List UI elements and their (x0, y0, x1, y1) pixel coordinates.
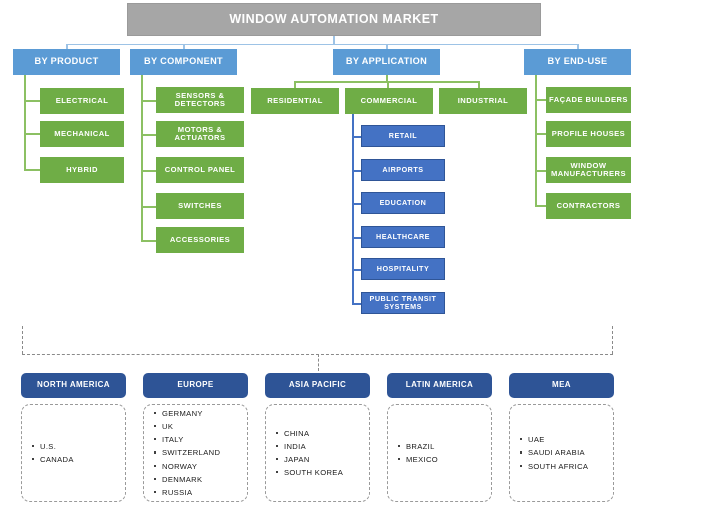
region-header-europe[interactable]: EUROPE (143, 373, 248, 398)
connector-application-drop-industrial (478, 81, 480, 88)
connector-enduse-stub-2 (535, 133, 546, 135)
connector-commercial-spine (352, 114, 354, 304)
commercial-child-airports[interactable]: AIRPORTS (361, 159, 445, 181)
connector-application-drop-residential (294, 81, 296, 88)
country-item: JAPAN (276, 453, 369, 466)
country-item: BRAZIL (398, 440, 491, 453)
connector-title-bus (66, 43, 578, 45)
segment-item-window-manufacturers[interactable]: WINDOW MANUFACTURERS (546, 157, 631, 183)
commercial-child-public-transit-systems[interactable]: PUBLIC TRANSIT SYSTEMS (361, 292, 445, 314)
connector-enduse-stub-1 (535, 99, 546, 101)
connector-commercial-stub-2 (352, 170, 362, 172)
region-header-latin-america[interactable]: LATIN AMERICA (387, 373, 492, 398)
segment-item-mechanical[interactable]: MECHANICAL (40, 121, 124, 147)
country-item: INDIA (276, 440, 369, 453)
connector-application-stem (386, 75, 388, 82)
connector-title-drop-product (66, 43, 68, 50)
commercial-child-education[interactable]: EDUCATION (361, 192, 445, 214)
connector-product-stub-1 (24, 100, 40, 102)
segment-item-contractors[interactable]: CONTRACTORS (546, 193, 631, 219)
connector-component-spine (141, 75, 143, 241)
connector-component-stub-5 (141, 240, 156, 242)
country-item: U.S. (32, 440, 125, 453)
segment-item-commercial[interactable]: COMMERCIAL (345, 88, 433, 114)
region-header-north-america[interactable]: NORTH AMERICA (21, 373, 126, 398)
commercial-child-hospitality[interactable]: HOSPITALITY (361, 258, 445, 280)
region-bracket-bus (22, 354, 613, 355)
segment-item-accessories[interactable]: ACCESSORIES (156, 227, 244, 253)
country-item: MEXICO (398, 453, 491, 466)
segment-item-facade-builders[interactable]: FAÇADE BUILDERS (546, 87, 631, 113)
connector-title-drop-application (386, 43, 388, 50)
connector-product-stub-2 (24, 133, 40, 135)
region-bracket-center-drop (318, 354, 319, 371)
connector-commercial-stub-5 (352, 269, 362, 271)
connector-product-spine (24, 75, 26, 170)
segment-item-motors-actuators[interactable]: MOTORS & ACTUATORS (156, 121, 244, 147)
segment-header-by-application[interactable]: BY APPLICATION (333, 49, 440, 75)
connector-title-drop-component (183, 43, 185, 50)
connector-commercial-stub-1 (352, 136, 362, 138)
connector-component-stub-3 (141, 170, 156, 172)
segment-item-residential[interactable]: RESIDENTIAL (251, 88, 339, 114)
region-header-asia-pacific[interactable]: ASIA PACIFIC (265, 373, 370, 398)
connector-enduse-spine (535, 75, 537, 206)
connector-enduse-stub-4 (535, 205, 546, 207)
connector-commercial-stub-4 (352, 237, 362, 239)
segment-item-hybrid[interactable]: HYBRID (40, 157, 124, 183)
connector-product-stub-3 (24, 169, 40, 171)
region-header-mea[interactable]: MEA (509, 373, 614, 398)
region-countries-north-america: U.S.CANADA (21, 404, 126, 502)
segment-item-switches[interactable]: SWITCHES (156, 193, 244, 219)
country-item: CANADA (32, 453, 125, 466)
segment-item-control-panel[interactable]: CONTROL PANEL (156, 157, 244, 183)
connector-commercial-stub-3 (352, 203, 362, 205)
segment-item-industrial[interactable]: INDUSTRIAL (439, 88, 527, 114)
segment-item-electrical[interactable]: ELECTRICAL (40, 88, 124, 114)
country-item: CHINA (276, 427, 369, 440)
region-bracket-left-riser (22, 326, 23, 354)
country-item: RUSSIA (154, 486, 247, 499)
country-item: SOUTH KOREA (276, 466, 369, 479)
country-item: SAUDI ARABIA (520, 446, 613, 459)
country-item: UK (154, 420, 247, 433)
commercial-child-retail[interactable]: RETAIL (361, 125, 445, 147)
connector-component-stub-4 (141, 206, 156, 208)
country-item: DENMARK (154, 473, 247, 486)
country-item: UAE (520, 433, 613, 446)
country-item: GERMANY (154, 407, 247, 420)
connector-commercial-stub-6 (352, 303, 362, 305)
connector-title-drop-enduse (577, 43, 579, 50)
segment-item-sensors-detectors[interactable]: SENSORS & DETECTORS (156, 87, 244, 113)
connector-component-stub-2 (141, 134, 156, 136)
connector-application-drop-commercial (387, 81, 389, 88)
connector-component-stub-1 (141, 100, 156, 102)
country-list: U.S.CANADA (22, 440, 125, 466)
country-item: SWITZERLAND (154, 446, 247, 459)
page-title: WINDOW AUTOMATION MARKET (127, 3, 541, 36)
country-item: ITALY (154, 433, 247, 446)
segment-item-profile-houses[interactable]: PROFILE HOUSES (546, 121, 631, 147)
country-item: NORWAY (154, 460, 247, 473)
country-item: SOUTH AFRICA (520, 460, 613, 473)
connector-title-stem (333, 36, 335, 44)
segment-header-by-product[interactable]: BY PRODUCT (13, 49, 120, 75)
connector-enduse-stub-3 (535, 170, 546, 172)
segment-header-by-component[interactable]: BY COMPONENT (130, 49, 237, 75)
segment-header-by-end-use[interactable]: BY END-USE (524, 49, 631, 75)
commercial-child-healthcare[interactable]: HEALTHCARE (361, 226, 445, 248)
region-bracket-right-riser (612, 326, 613, 354)
